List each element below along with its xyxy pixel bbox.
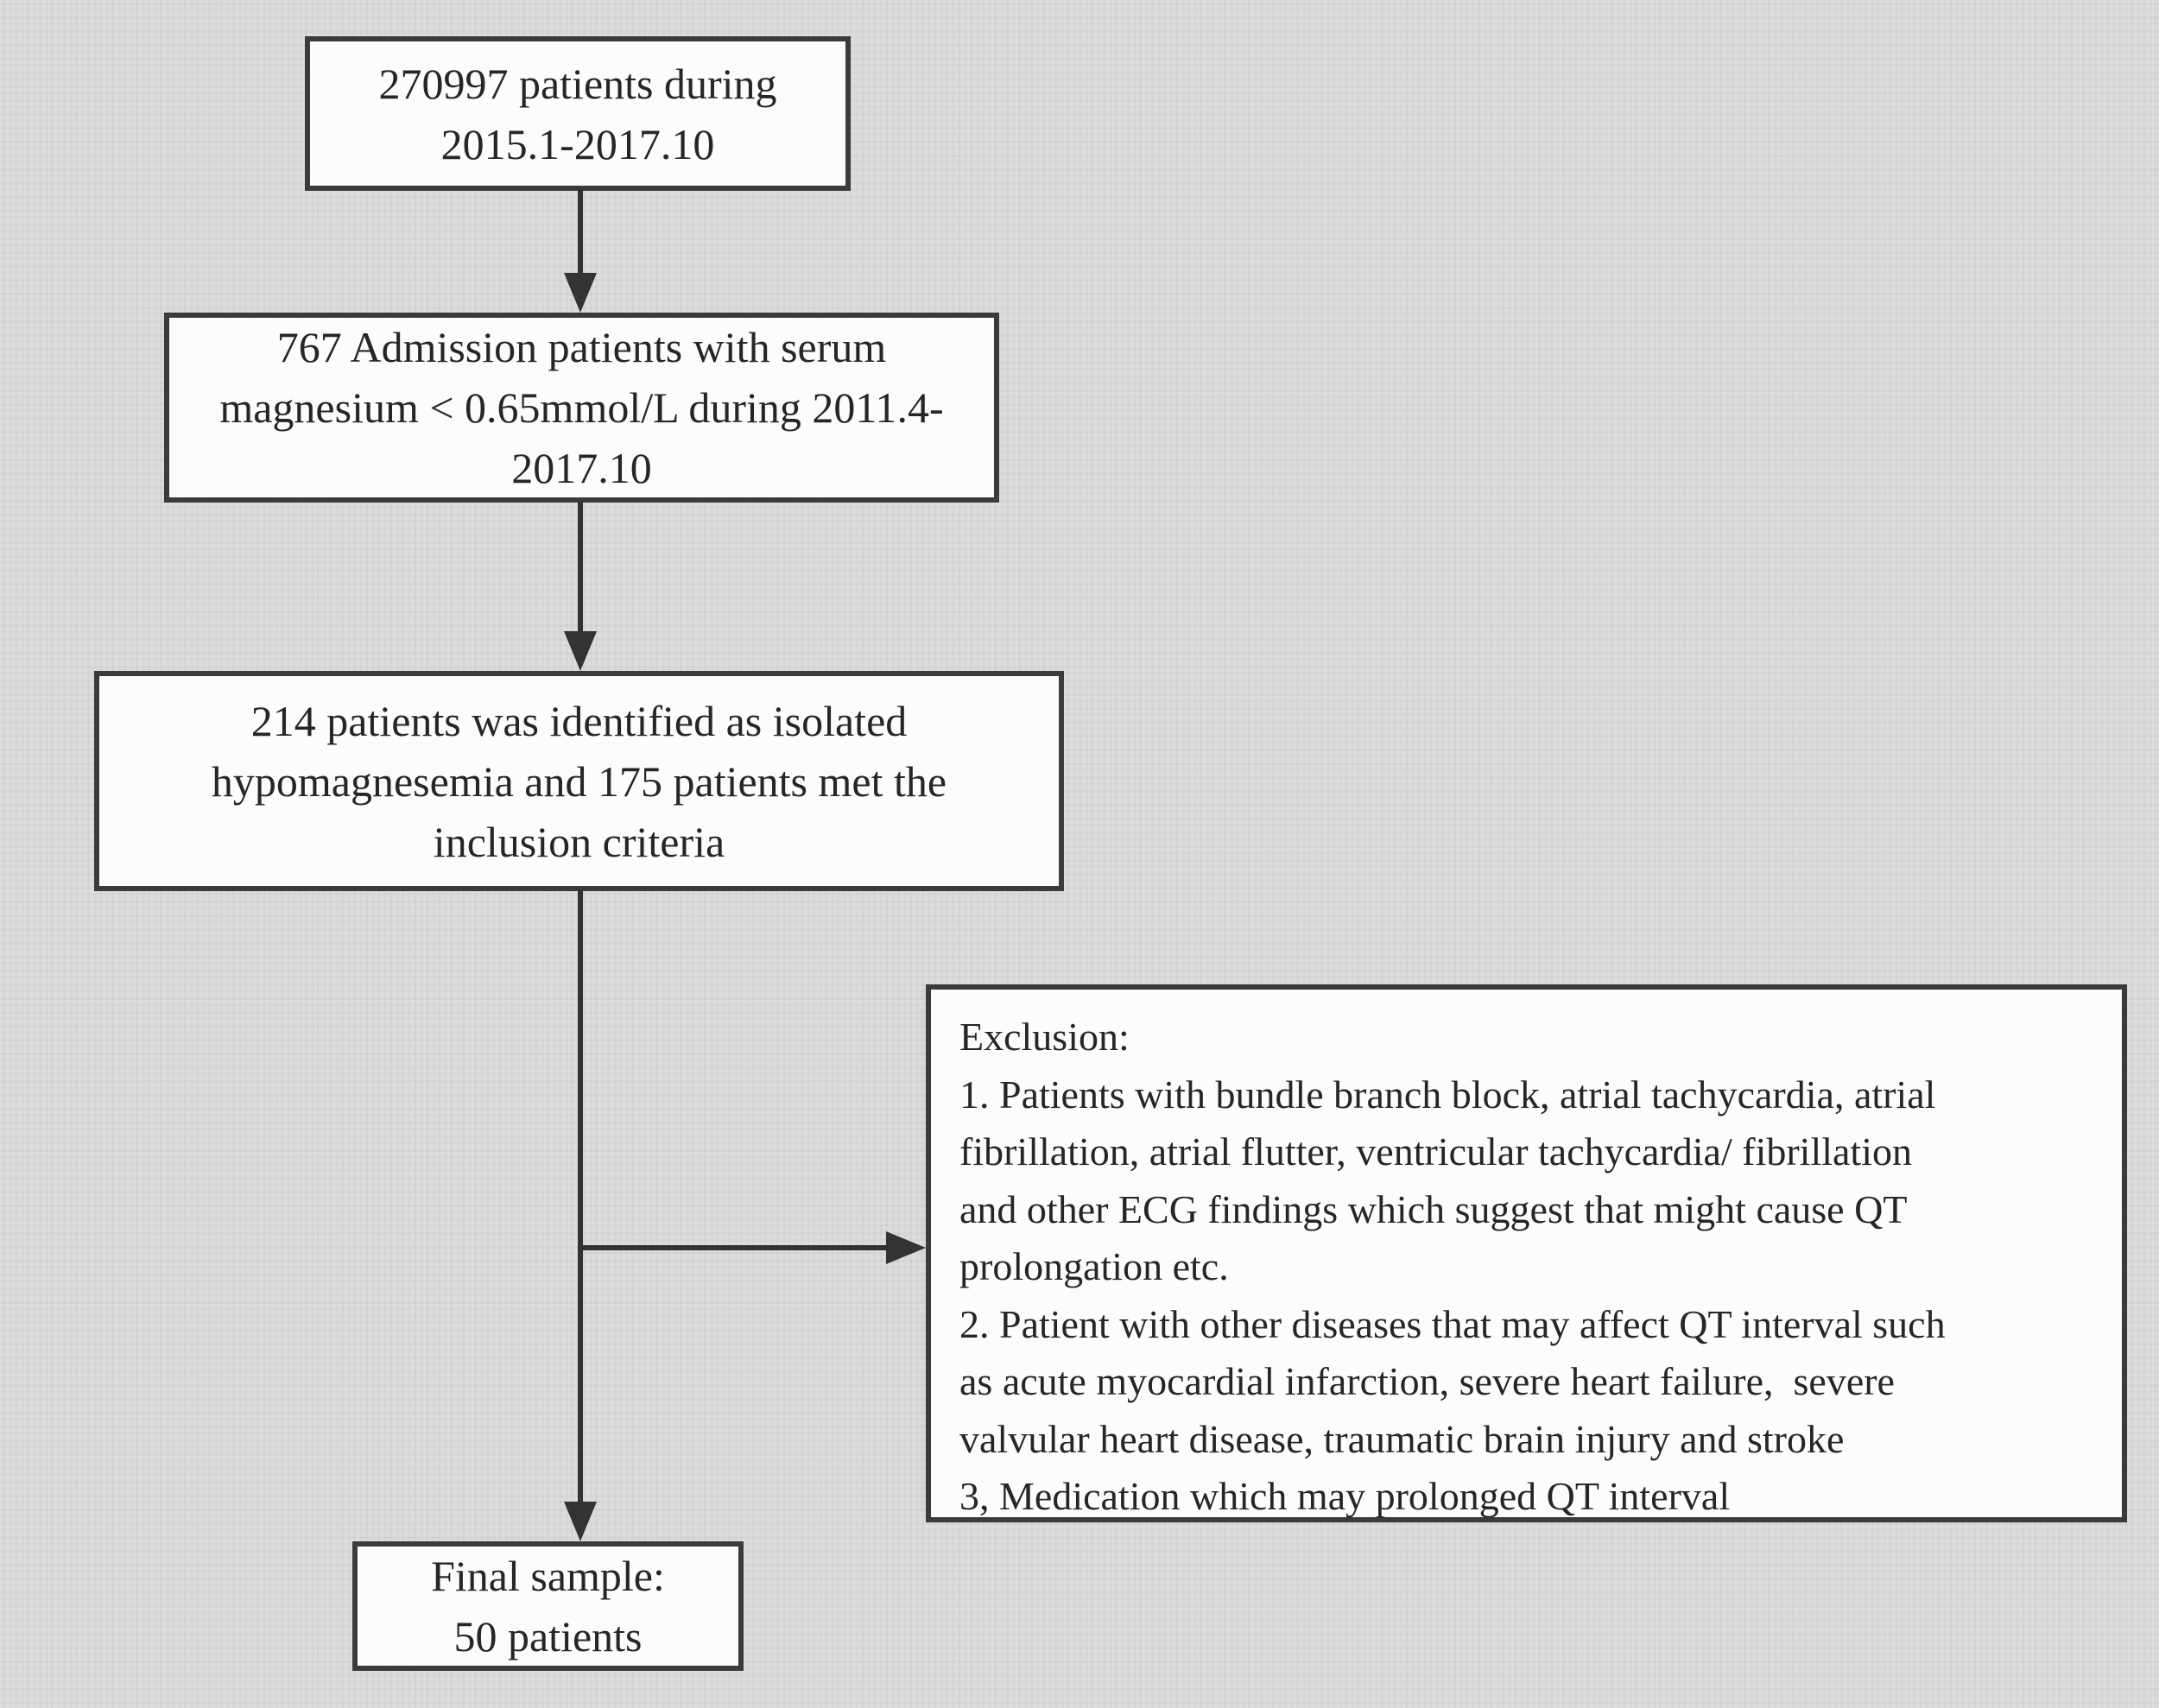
arrowhead-right-to-exclusion: [886, 1231, 926, 1264]
exclusion-criteria-line: as acute myocardial infarction, severe h…: [959, 1359, 1895, 1403]
exclusion-heading: Exclusion:: [959, 1015, 1130, 1059]
exclusion-criteria-line: prolongation etc.: [959, 1244, 1229, 1288]
box-exclusion-criteria: Exclusion: 1. Patients with bundle branc…: [926, 984, 2127, 1522]
box-admission-patients-line: 767 Admission patients with serum: [276, 323, 887, 371]
exclusion-criteria-line: 3, Medication which may prolonged QT int…: [959, 1474, 1731, 1518]
box-identified-inclusion-line: hypomagnesemia and 175 patients met the: [211, 756, 947, 806]
exclusion-criteria-line: and other ECG findings which suggest tha…: [959, 1186, 1908, 1231]
exclusion-criteria-line: 1. Patients with bundle branch block, at…: [959, 1072, 1936, 1117]
exclusion-criteria-line: valvular heart disease, traumatic brain …: [959, 1416, 1845, 1461]
box-final-sample: Final sample: 50 patients: [352, 1541, 744, 1671]
exclusion-criteria-line: 2. Patient with other diseases that may …: [959, 1301, 1946, 1346]
box-admission-patients: 767 Admission patients with serum magnes…: [164, 313, 999, 503]
box-final-sample-line: 50 patients: [453, 1612, 643, 1661]
box-admission-patients-line: 2017.10: [511, 444, 652, 492]
arrow-line-identified-to-final: [578, 889, 583, 1502]
arrow-line-branch-to-exclusion: [580, 1245, 887, 1250]
box-total-patients: 270997 patients during 2015.1-2017.10: [305, 36, 851, 191]
box-identified-inclusion-line: inclusion criteria: [433, 817, 725, 866]
arrow-line-admission-to-identified: [578, 501, 583, 632]
box-identified-inclusion: 214 patients was identified as isolated …: [94, 671, 1064, 891]
exclusion-criteria-line: fibrillation, atrial flutter, ventricula…: [959, 1129, 1912, 1173]
box-total-patients-line: 270997 patients during: [378, 59, 777, 108]
arrowhead-down-to-admission: [564, 273, 597, 313]
box-identified-inclusion-line: 214 patients was identified as isolated: [250, 696, 908, 745]
arrowhead-down-to-final: [564, 1502, 597, 1541]
box-total-patients-line: 2015.1-2017.10: [440, 119, 715, 168]
box-admission-patients-line: magnesium < 0.65mmol/L during 2011.4-: [219, 383, 944, 432]
arrowhead-down-to-identified: [564, 631, 597, 671]
arrow-line-total-to-admission: [578, 189, 583, 275]
box-final-sample-line: Final sample:: [431, 1552, 665, 1600]
